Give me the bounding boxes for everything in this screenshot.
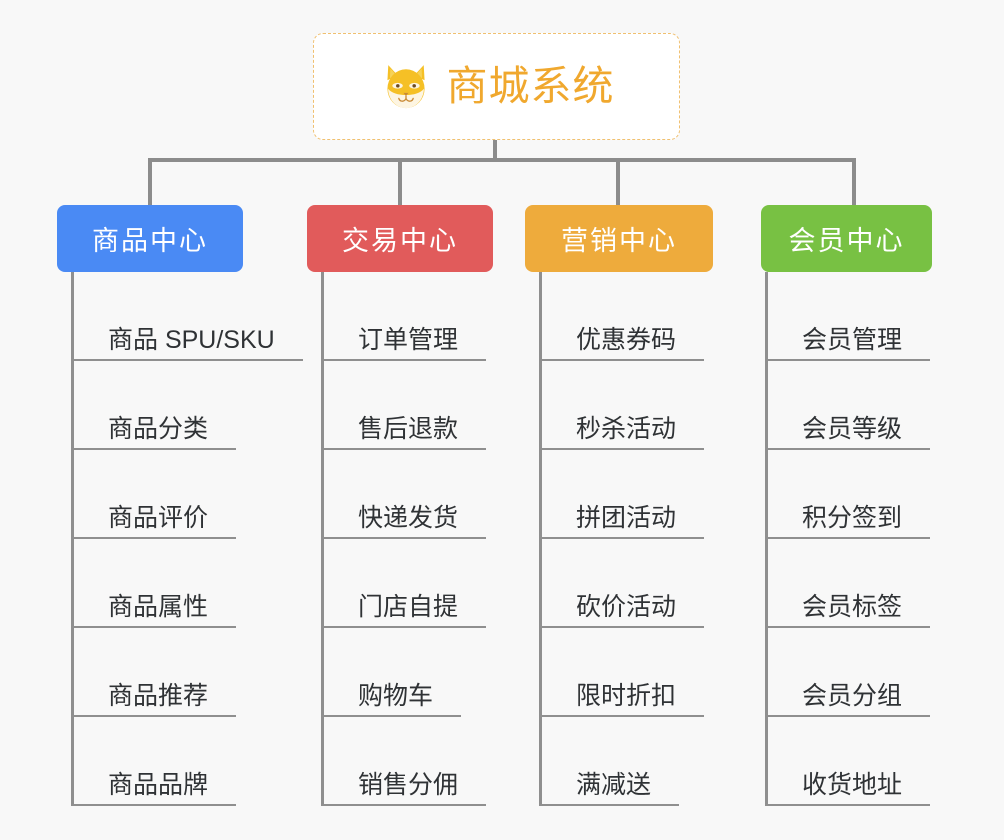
leaf-label: 满减送	[542, 771, 680, 806]
list-item[interactable]: 订单管理	[324, 272, 493, 361]
leaf-label: 限时折扣	[542, 682, 705, 717]
list-item[interactable]: 商品品牌	[74, 717, 243, 806]
leaf-label: 订单管理	[324, 326, 487, 361]
leaf-label: 商品评价	[74, 504, 237, 539]
leaf-label: 会员管理	[768, 326, 931, 361]
list-item[interactable]: 会员管理	[768, 272, 932, 361]
connector-drop-branch-2	[398, 158, 402, 206]
list-item[interactable]: 售后退款	[324, 361, 493, 450]
list-item[interactable]: 商品评价	[74, 450, 243, 539]
leaf-label: 拼团活动	[542, 504, 705, 539]
leaf-label: 门店自提	[324, 593, 487, 628]
branch-node-trade-center[interactable]: 交易中心	[307, 205, 493, 272]
branch-node-member-center[interactable]: 会员中心	[761, 205, 932, 272]
root-node-label: 商城系统	[446, 63, 615, 109]
branch-node-marketing-center[interactable]: 营销中心	[525, 205, 713, 272]
leaf-label: 砍价活动	[542, 593, 705, 628]
leaf-label: 商品品牌	[74, 771, 237, 806]
list-item[interactable]: 秒杀活动	[542, 361, 713, 450]
list-item[interactable]: 优惠券码	[542, 272, 713, 361]
leaf-label: 秒杀活动	[542, 415, 705, 450]
connector-drop-branch-1	[148, 158, 152, 206]
leaf-label: 快递发货	[324, 504, 487, 539]
leaf-label: 商品推荐	[74, 682, 237, 717]
connector-horizontal-rail	[148, 158, 856, 162]
branch-node-label: 营销中心	[561, 226, 677, 256]
branch-column-trade-center: 交易中心 订单管理 售后退款 快递发货 门店自提 购物车 销售分佣	[307, 205, 493, 806]
connector-root-stub	[493, 140, 497, 162]
connector-drop-branch-4	[852, 158, 856, 206]
leaf-label: 商品分类	[74, 415, 237, 450]
list-item[interactable]: 满减送	[542, 717, 713, 806]
branch-column-member-center: 会员中心 会员管理 会员等级 积分签到 会员标签 会员分组 收货地址	[761, 205, 932, 806]
list-item[interactable]: 会员等级	[768, 361, 932, 450]
list-item[interactable]: 商品属性	[74, 539, 243, 628]
leaf-label: 收货地址	[768, 771, 931, 806]
leaf-label: 商品属性	[74, 593, 237, 628]
leaf-label: 会员等级	[768, 415, 931, 450]
branch-leaf-list: 订单管理 售后退款 快递发货 门店自提 购物车 销售分佣	[321, 272, 493, 806]
list-item[interactable]: 会员分组	[768, 628, 932, 717]
list-item[interactable]: 砍价活动	[542, 539, 713, 628]
leaf-label: 购物车	[324, 682, 462, 717]
leaf-label: 积分签到	[768, 504, 931, 539]
list-item[interactable]: 积分签到	[768, 450, 932, 539]
leaf-label: 商品 SPU/SKU	[74, 326, 303, 361]
list-item[interactable]: 销售分佣	[324, 717, 493, 806]
leaf-label: 会员分组	[768, 682, 931, 717]
leaf-label: 销售分佣	[324, 771, 487, 806]
root-node-mall-system[interactable]: 商城系统	[313, 33, 680, 140]
branch-column-marketing-center: 营销中心 优惠券码 秒杀活动 拼团活动 砍价活动 限时折扣 满减送	[525, 205, 713, 806]
leaf-label: 优惠券码	[542, 326, 705, 361]
branch-node-label: 交易中心	[342, 226, 458, 256]
branch-leaf-list: 会员管理 会员等级 积分签到 会员标签 会员分组 收货地址	[765, 272, 932, 806]
list-item[interactable]: 收货地址	[768, 717, 932, 806]
list-item[interactable]: 拼团活动	[542, 450, 713, 539]
list-item[interactable]: 限时折扣	[542, 628, 713, 717]
list-item[interactable]: 门店自提	[324, 539, 493, 628]
branch-node-label: 商品中心	[92, 226, 208, 256]
list-item[interactable]: 商品 SPU/SKU	[74, 272, 303, 361]
leaf-label: 售后退款	[324, 415, 487, 450]
list-item[interactable]: 快递发货	[324, 450, 493, 539]
branch-column-product-center: 商品中心 商品 SPU/SKU 商品分类 商品评价 商品属性 商品推荐 商品品牌	[57, 205, 303, 806]
list-item[interactable]: 购物车	[324, 628, 493, 717]
branch-node-product-center[interactable]: 商品中心	[57, 205, 243, 272]
branch-leaf-list: 优惠券码 秒杀活动 拼团活动 砍价活动 限时折扣 满减送	[539, 272, 713, 806]
list-item[interactable]: 商品分类	[74, 361, 243, 450]
shiba-dog-face-icon	[386, 64, 425, 108]
branch-leaf-list: 商品 SPU/SKU 商品分类 商品评价 商品属性 商品推荐 商品品牌	[71, 272, 303, 806]
branch-node-label: 会员中心	[788, 226, 905, 256]
list-item[interactable]: 会员标签	[768, 539, 932, 628]
leaf-label: 会员标签	[768, 593, 931, 628]
list-item[interactable]: 商品推荐	[74, 628, 243, 717]
connector-drop-branch-3	[616, 158, 620, 206]
